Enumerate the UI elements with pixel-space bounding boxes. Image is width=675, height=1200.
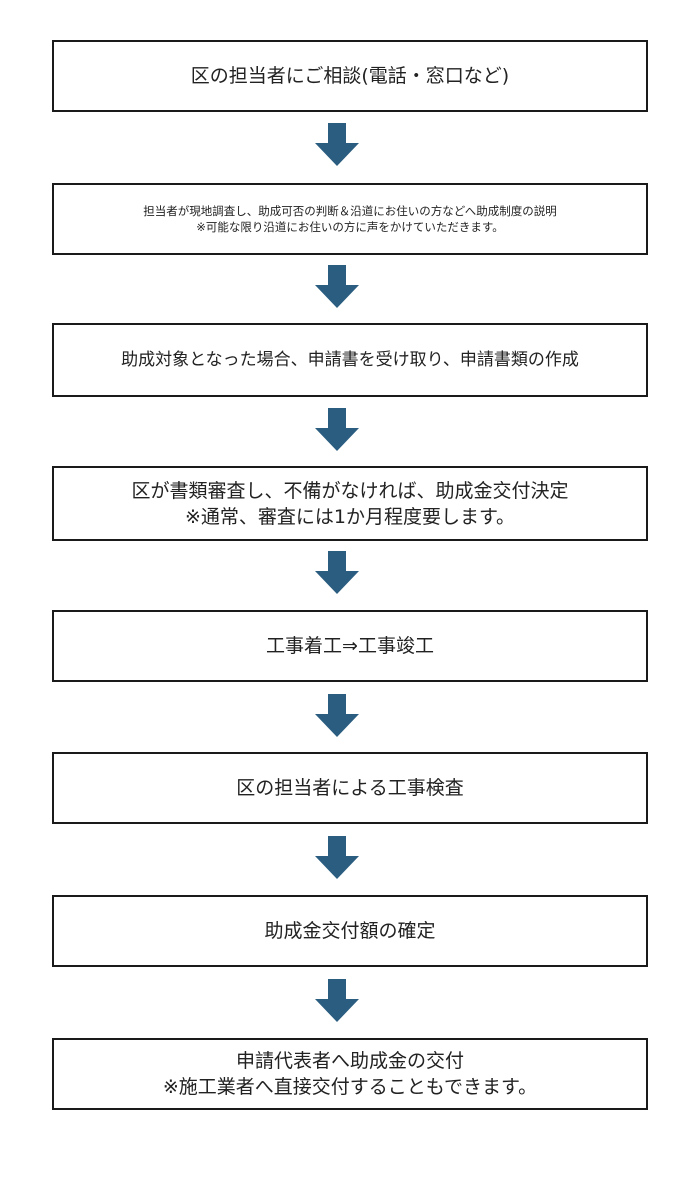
down-arrow-icon bbox=[315, 408, 359, 451]
down-arrow-icon bbox=[315, 979, 359, 1022]
step-site-survey-note: ※可能な限り沿道にお住いの方に声をかけていただきます。 bbox=[196, 220, 504, 234]
step-amount-confirmation-box: 助成金交付額の確定 bbox=[52, 895, 648, 967]
step-application-box: 助成対象となった場合、申請書を受け取り、申請書類の作成 bbox=[52, 323, 648, 397]
step-payment-text: 申請代表者へ助成金の交付 bbox=[235, 1050, 464, 1072]
down-arrow-icon bbox=[315, 123, 359, 166]
step-site-survey-text: 担当者が現地調査し、助成可否の判断＆沿道にお住いの方などへ助成制度の説明 bbox=[143, 204, 557, 218]
step-inspection-box: 区の担当者による工事検査 bbox=[52, 752, 648, 824]
step-consultation-text: 区の担当者にご相談(電話・窓口など) bbox=[190, 65, 510, 87]
step-construction-text: 工事着工⇒工事竣工 bbox=[266, 635, 434, 657]
step-payment-box: 申請代表者へ助成金の交付 ※施工業者へ直接交付することもできます。 bbox=[52, 1038, 648, 1110]
step-amount-confirmation-text: 助成金交付額の確定 bbox=[264, 920, 436, 942]
down-arrow-icon bbox=[315, 551, 359, 594]
down-arrow-icon bbox=[315, 836, 359, 879]
step-inspection-text: 区の担当者による工事検査 bbox=[236, 777, 464, 799]
step-site-survey-box: 担当者が現地調査し、助成可否の判断＆沿道にお住いの方などへ助成制度の説明 ※可能… bbox=[52, 183, 648, 255]
step-construction-box: 工事着工⇒工事竣工 bbox=[52, 610, 648, 682]
step-review-text: 区が書類審査し、不備がなければ、助成金交付決定 bbox=[131, 479, 569, 502]
step-payment-note: ※施工業者へ直接交付することもできます。 bbox=[162, 1076, 538, 1098]
step-review-note: ※通常、審査には1か月程度要します。 bbox=[184, 505, 516, 528]
step-application-text: 助成対象となった場合、申請書を受け取り、申請書類の作成 bbox=[121, 349, 579, 370]
down-arrow-icon bbox=[315, 265, 359, 308]
step-review-box: 区が書類審査し、不備がなければ、助成金交付決定 ※通常、審査には1か月程度要しま… bbox=[52, 466, 648, 541]
down-arrow-icon bbox=[315, 694, 359, 737]
step-consultation-box: 区の担当者にご相談(電話・窓口など) bbox=[52, 40, 648, 112]
